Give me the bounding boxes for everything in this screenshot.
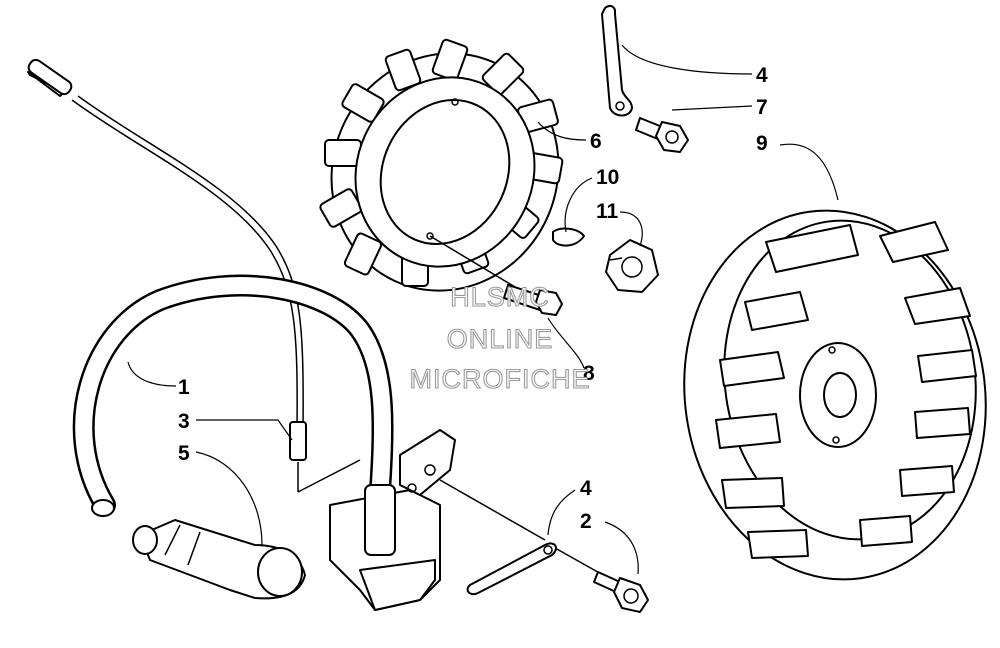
watermark: HLSMC ONLINE MICROFICHE	[409, 281, 591, 394]
strap-screw	[635, 117, 689, 153]
callout-10: 10	[596, 166, 619, 189]
ignition-cable	[72, 274, 394, 517]
callout-5: 5	[178, 442, 190, 465]
watermark-line-2: ONLINE	[447, 324, 554, 354]
ignition-coil	[329, 429, 546, 611]
stator-screw	[503, 284, 563, 316]
callout-7: 7	[756, 96, 768, 119]
callout-11: 11	[596, 200, 619, 223]
callout-9: 9	[756, 132, 768, 155]
flywheel-nut	[605, 239, 659, 293]
watermark-line-3: MICROFICHE	[410, 364, 591, 394]
leader-lines	[127, 44, 839, 575]
callout-2: 2	[580, 510, 592, 533]
flywheel	[683, 209, 987, 581]
stator-plate	[319, 38, 564, 292]
woodruff-key	[552, 227, 585, 247]
callout-4-top: 4	[756, 64, 768, 87]
callout-1: 1	[178, 376, 190, 399]
ground-strap-lower	[466, 542, 557, 596]
flywheel-fins	[715, 221, 977, 559]
ground-strap-upper	[601, 5, 633, 117]
callout-6: 6	[590, 130, 602, 153]
spark-plug-wire	[27, 58, 361, 493]
callout-3: 3	[178, 410, 190, 433]
coil-mounting-screw	[554, 547, 649, 613]
callout-4-bottom: 4	[580, 477, 592, 500]
callout-labels: 1 3 5 4 7 6 9 10 11 8 4 2	[178, 64, 768, 533]
callout-8: 8	[583, 362, 595, 385]
watermark-line-1: HLSMC	[450, 282, 550, 312]
spark-plug-cap	[132, 519, 306, 600]
